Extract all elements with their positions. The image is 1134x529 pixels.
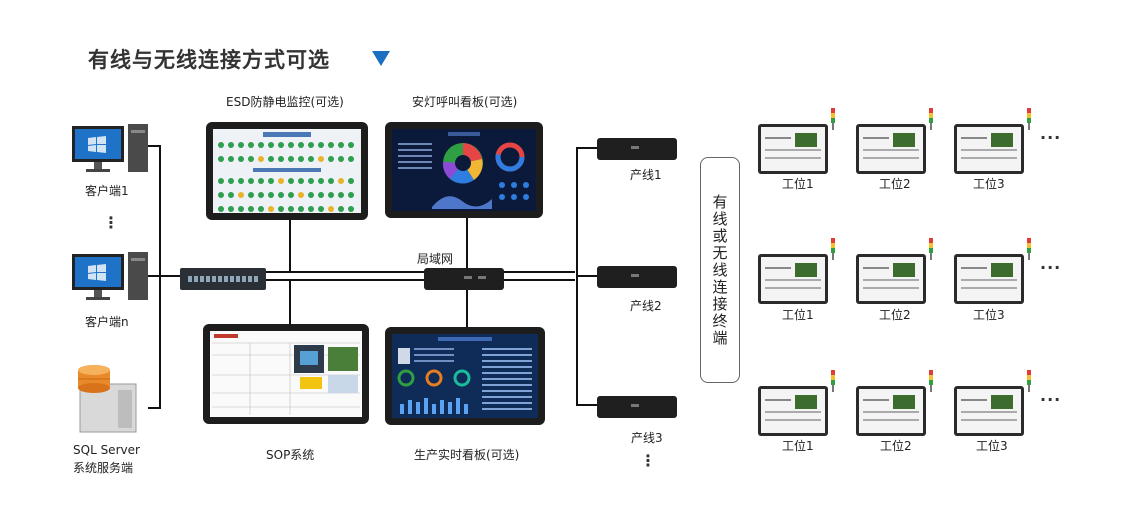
sop-label: SOP系统 xyxy=(266,448,315,462)
vertical-ellipsis-icon: ⋮ xyxy=(640,451,656,470)
station-3-label: 工位3 xyxy=(976,439,1008,453)
line-1-label: 产线1 xyxy=(630,168,662,182)
line-2-label: 产线2 xyxy=(630,299,662,313)
station-3-label: 工位3 xyxy=(973,177,1005,191)
station-2-label: 工位2 xyxy=(880,439,912,453)
signal-tower-icon xyxy=(830,238,836,260)
terminal-connection-text: 有线或无线连接终端 xyxy=(710,193,729,347)
signal-tower-icon xyxy=(928,108,934,130)
line-3-label: 产线3 xyxy=(631,431,663,445)
station-1-label: 工位1 xyxy=(782,439,814,453)
desktop-computer-icon xyxy=(72,124,148,172)
lan-router xyxy=(424,268,504,290)
sql-server xyxy=(74,360,148,438)
andon-board-screen xyxy=(385,122,543,218)
lan-label: 局域网 xyxy=(417,252,454,266)
signal-tower-icon xyxy=(830,370,836,392)
client-1-label: 客户端1 xyxy=(85,184,129,198)
signal-tower-icon xyxy=(1026,370,1032,392)
line-1-device xyxy=(597,138,677,160)
andon-label: 安灯呼叫看板(可选) xyxy=(412,95,518,109)
station-terminal xyxy=(856,254,926,304)
sop-screen xyxy=(203,324,369,424)
client-1-computer xyxy=(72,124,150,184)
horizontal-ellipsis-icon: ... xyxy=(1040,124,1062,143)
station-terminal xyxy=(954,254,1024,304)
signal-tower-icon xyxy=(830,108,836,130)
vertical-ellipsis-icon: ⋮ xyxy=(103,213,119,232)
line-3-device xyxy=(597,396,677,418)
server-label-line2: 系统服务端 xyxy=(73,461,134,475)
station-terminal xyxy=(856,124,926,174)
signal-tower-icon xyxy=(928,370,934,392)
signal-tower-icon xyxy=(928,238,934,260)
server-label-line1: SQL Server xyxy=(73,443,140,457)
station-terminal xyxy=(954,124,1024,174)
terminal-connection-box: 有线或无线连接终端 xyxy=(700,157,740,383)
production-label: 生产实时看板(可选) xyxy=(414,448,520,462)
station-2-label: 工位2 xyxy=(879,308,911,322)
database-server-icon xyxy=(78,365,137,433)
station-2-label: 工位2 xyxy=(879,177,911,191)
esd-monitor-screen xyxy=(206,122,368,220)
signal-tower-icon xyxy=(1026,238,1032,260)
client-n-computer xyxy=(72,252,150,312)
station-1-label: 工位1 xyxy=(782,308,814,322)
station-3-label: 工位3 xyxy=(973,308,1005,322)
station-1-label: 工位1 xyxy=(782,177,814,191)
network-switch xyxy=(180,268,266,290)
client-n-label: 客户端n xyxy=(85,315,129,329)
station-terminal xyxy=(758,124,828,174)
esd-label: ESD防静电监控(可选) xyxy=(226,95,344,109)
station-terminal xyxy=(954,386,1024,436)
line-2-device xyxy=(597,266,677,288)
station-terminal xyxy=(758,386,828,436)
horizontal-ellipsis-icon: ... xyxy=(1040,254,1062,273)
production-screen xyxy=(385,327,545,425)
signal-tower-icon xyxy=(1026,108,1032,130)
station-terminal xyxy=(758,254,828,304)
triangle-down-icon xyxy=(372,51,390,66)
station-terminal xyxy=(856,386,926,436)
page-title: 有线与无线连接方式可选 xyxy=(88,48,330,72)
desktop-computer-icon xyxy=(72,252,148,300)
horizontal-ellipsis-icon: ... xyxy=(1040,386,1062,405)
